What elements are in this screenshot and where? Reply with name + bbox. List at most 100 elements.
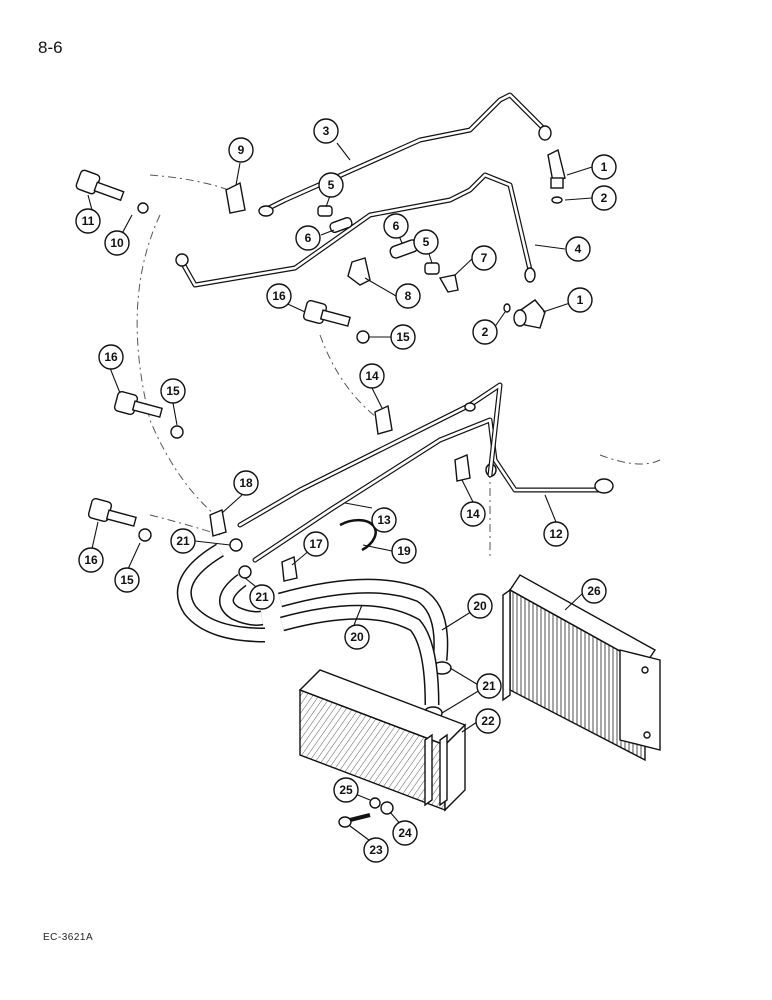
- heater-core-22: [298, 669, 467, 812]
- hose-20-left: [176, 543, 266, 643]
- callout-21-c: 21: [476, 673, 502, 699]
- elbow-7: [438, 274, 459, 293]
- callout-15-b: 15: [160, 378, 186, 404]
- svg-text:18: 18: [239, 476, 253, 490]
- svg-text:19: 19: [397, 544, 411, 558]
- svg-text:12: 12: [549, 527, 563, 541]
- clamp-5-lower: [424, 262, 440, 275]
- callout-26: 26: [581, 578, 607, 604]
- callout-19: 19: [391, 538, 417, 564]
- callout-3: 3: [313, 118, 339, 144]
- cooler-26: [502, 574, 661, 762]
- callout-10: 10: [104, 230, 130, 256]
- washer-24: [380, 801, 394, 815]
- callout-4: 4: [565, 236, 591, 262]
- callout-16-b: 16: [98, 344, 124, 370]
- washer-10: [137, 202, 149, 214]
- svg-text:7: 7: [481, 251, 488, 265]
- svg-text:16: 16: [272, 289, 286, 303]
- svg-text:21: 21: [482, 679, 496, 693]
- callout-14-lower: 14: [460, 501, 486, 527]
- callout-23: 23: [363, 837, 389, 863]
- svg-text:3: 3: [323, 124, 330, 138]
- bolt-11: [75, 169, 125, 202]
- washer-25: [369, 797, 381, 809]
- tube-12: [252, 417, 614, 563]
- svg-text:17: 17: [309, 537, 323, 551]
- svg-text:16: 16: [104, 350, 118, 364]
- svg-text:15: 15: [166, 384, 180, 398]
- callout-17: 17: [303, 531, 329, 557]
- bolt-16-a: [302, 299, 351, 327]
- bolt-16-c: [87, 497, 137, 527]
- leader-lines: [87, 142, 593, 847]
- figure-code: EC-3621A: [43, 932, 94, 943]
- callout-8: 8: [395, 283, 421, 309]
- svg-text:2: 2: [601, 191, 608, 205]
- callouts: 1 2 3 4 5 6 6 5 7 8 1 2 9 10 11 16 15 16…: [75, 118, 617, 863]
- callout-14-upper: 14: [359, 363, 385, 389]
- svg-text:21: 21: [176, 534, 190, 548]
- svg-text:21: 21: [255, 590, 269, 604]
- tube-4: [175, 172, 536, 288]
- fitting-1-upper: [547, 148, 566, 189]
- tube-3: [258, 92, 552, 217]
- clamp-21-a: [229, 538, 243, 552]
- callout-2-upper: 2: [591, 185, 617, 211]
- svg-text:15: 15: [120, 573, 134, 587]
- svg-text:23: 23: [369, 843, 383, 857]
- bracket-8: [347, 257, 371, 286]
- screw-23: [338, 813, 371, 828]
- clamp-17: [281, 556, 298, 582]
- svg-text:24: 24: [398, 826, 412, 840]
- washer-15-b: [170, 425, 184, 439]
- o-ring-2-lower: [503, 303, 511, 313]
- spacer-6-upper: [329, 216, 353, 234]
- callout-5-upper: 5: [318, 172, 344, 198]
- callout-24: 24: [392, 820, 418, 846]
- svg-text:1: 1: [601, 160, 608, 174]
- clamp-14-lower: [454, 454, 471, 482]
- callout-6-upper: 6: [295, 225, 321, 251]
- callout-21-a: 21: [170, 528, 196, 554]
- svg-text:6: 6: [305, 231, 312, 245]
- callout-9: 9: [228, 137, 254, 163]
- svg-text:10: 10: [110, 236, 124, 250]
- callout-16-c: 16: [78, 547, 104, 573]
- svg-text:20: 20: [350, 630, 364, 644]
- svg-text:1: 1: [577, 293, 584, 307]
- svg-text:15: 15: [396, 330, 410, 344]
- svg-text:13: 13: [377, 513, 391, 527]
- callout-5-lower: 5: [413, 229, 439, 255]
- callout-1-upper: 1: [591, 154, 617, 180]
- svg-text:4: 4: [575, 242, 582, 256]
- svg-text:5: 5: [328, 178, 335, 192]
- callout-15-a: 15: [390, 324, 416, 350]
- washer-15-c: [138, 528, 152, 542]
- svg-text:6: 6: [393, 219, 400, 233]
- svg-text:5: 5: [423, 235, 430, 249]
- callout-1-lower: 1: [567, 287, 593, 313]
- svg-text:9: 9: [238, 143, 245, 157]
- callout-25: 25: [333, 777, 359, 803]
- callout-15-c: 15: [114, 567, 140, 593]
- callout-16-a: 16: [266, 283, 292, 309]
- callout-22: 22: [475, 708, 501, 734]
- clamp-14-upper: [374, 404, 393, 435]
- callout-12: 12: [543, 521, 569, 547]
- washer-15-a: [356, 330, 370, 344]
- callout-11: 11: [75, 208, 101, 234]
- callout-2-lower: 2: [472, 319, 498, 345]
- svg-text:25: 25: [339, 783, 353, 797]
- bolt-16-b: [113, 390, 163, 418]
- svg-text:8: 8: [405, 289, 412, 303]
- callout-13: 13: [371, 507, 397, 533]
- clamp-5-upper: [317, 205, 333, 217]
- fitting-1-lower: [513, 299, 546, 329]
- clamp-18: [209, 509, 227, 537]
- svg-text:14: 14: [365, 369, 379, 383]
- callout-6-lower: 6: [383, 213, 409, 239]
- callout-20-right: 20: [467, 593, 493, 619]
- callout-7: 7: [471, 245, 497, 271]
